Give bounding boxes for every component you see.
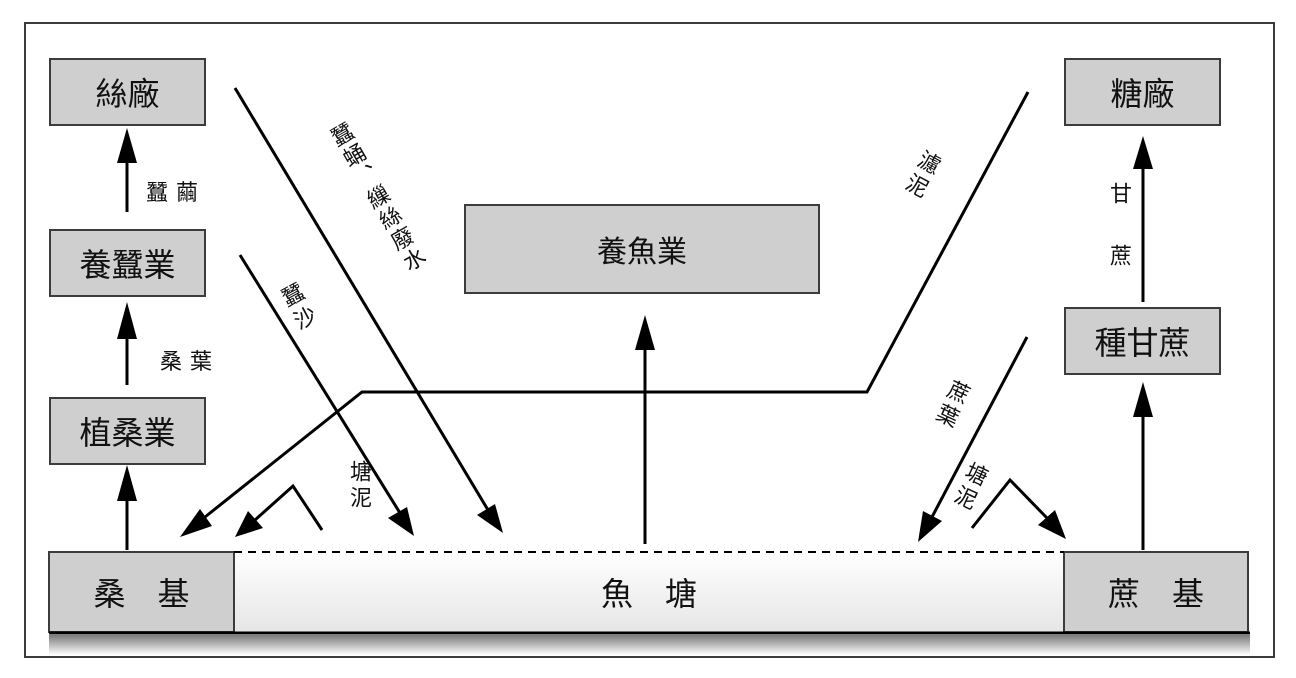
cane-dike-label: 蔗 基 xyxy=(1107,575,1204,613)
arrow-pond-mud-right-shaft xyxy=(970,477,1049,529)
sugarcane-label: 甘蔗 xyxy=(1106,182,1131,306)
fish-pond-label: 魚 塘 xyxy=(600,575,697,613)
sericulture-box: 養蠶業 xyxy=(49,229,206,297)
fish-pond-area xyxy=(234,552,1064,632)
arrowhead-pond-mud-right xyxy=(1038,510,1066,539)
outer-frame xyxy=(24,22,1275,658)
silkworm-cocoon-label: 蠶繭 xyxy=(146,181,207,206)
fish-farming-box: 養魚業 xyxy=(464,204,820,294)
arrow-filter-mud-shaft xyxy=(204,91,1030,519)
arrowhead-up-6 xyxy=(635,315,655,350)
arrowhead-up-5 xyxy=(1133,136,1153,169)
cane-dike-area xyxy=(1063,551,1249,633)
arrowhead-pond-mud-left xyxy=(235,511,263,537)
arrow-silkworm-droppings-shaft xyxy=(238,254,402,514)
ground-shadow xyxy=(49,635,1250,655)
mulberry-dike-area xyxy=(48,551,235,633)
silk-factory-box: 絲廠 xyxy=(49,58,206,126)
arrowhead-up-1 xyxy=(117,465,137,501)
arrow-cane-leaves-shaft xyxy=(930,336,1029,518)
mulberry-planting-box: 植桑業 xyxy=(49,397,206,465)
arrowhead-up-4 xyxy=(1133,382,1153,417)
mulberry-dike-label: 桑 基 xyxy=(93,575,190,613)
arrow-silk-wastewater-shaft xyxy=(233,87,490,511)
arrowhead-up-2 xyxy=(117,302,137,339)
arrowhead-filter-mud xyxy=(180,509,212,537)
arrowhead-up-3 xyxy=(117,128,137,163)
sugarcane-planting-box: 種甘蔗 xyxy=(1064,307,1221,375)
mulberry-leaves-label: 桑葉 xyxy=(160,350,221,375)
sugar-factory-box: 糖廠 xyxy=(1064,58,1221,126)
pond-mud-left-label: 塘泥 xyxy=(346,460,371,512)
arrowhead-droppings xyxy=(388,507,414,536)
arrowhead-cane-leaves xyxy=(918,511,942,542)
arrowhead-wastewater xyxy=(477,504,503,533)
arrow-pond-mud-left-shaft xyxy=(253,483,324,531)
